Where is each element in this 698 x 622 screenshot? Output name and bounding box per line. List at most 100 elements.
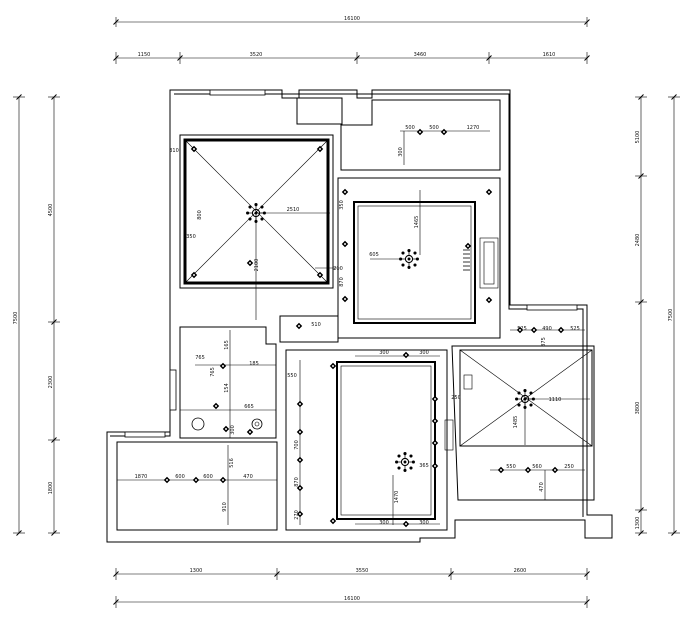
bottom-seg-1: 1300 <box>190 568 203 574</box>
spot-icon <box>190 271 198 279</box>
toilet-icon <box>191 417 205 431</box>
hall-i-label: 365 <box>419 463 429 469</box>
left-seg-1: 4500 <box>48 204 54 217</box>
bedroom3-b-label: 490 <box>542 326 552 332</box>
bedroom3-j-label: 470 <box>539 482 545 492</box>
spot-icon <box>402 351 410 359</box>
left-dimension-overall: 7500 <box>13 94 25 536</box>
bedroom1-height-label: 2100 <box>254 259 260 272</box>
dining-room: 300 300 550 700 870 270 1470 365 300 300 <box>285 349 448 531</box>
bedroom3-c-label: 525 <box>570 326 580 332</box>
bedroom2-f-label: 516 <box>229 458 235 468</box>
bath-e-label: 765 <box>210 367 216 377</box>
bedroom3-g-label: 560 <box>532 464 542 470</box>
bedroom3-side-label: 250 <box>451 395 461 401</box>
window-bottom-left <box>124 431 166 438</box>
top-seg-3: 3460 <box>414 52 427 58</box>
spot-icon <box>329 362 337 370</box>
spot-icon <box>557 326 565 334</box>
bath-c-label: 165 <box>224 340 230 350</box>
spot-icon <box>296 428 304 436</box>
bottom-seg-3: 2600 <box>514 568 527 574</box>
spot-icon <box>246 428 254 436</box>
kitchen-d-label: 300 <box>398 147 404 157</box>
spot-icon <box>440 128 448 136</box>
bath-a-label: 765 <box>195 355 205 361</box>
bath-g-label: 300 <box>230 425 236 435</box>
bedroom3-h-label: 250 <box>564 464 574 470</box>
bedroom2-d-label: 470 <box>243 474 253 480</box>
bedroom1-corner-label: 350 <box>186 234 196 240</box>
window-top-left <box>209 89 266 96</box>
spot-icon <box>341 295 349 303</box>
living-a-label: 605 <box>369 252 379 258</box>
hall-h-label: 1470 <box>394 491 400 504</box>
bedroom3-d-label: 1110 <box>549 397 562 403</box>
living-room: 605 1465 350 210 870 <box>315 177 501 339</box>
spot-icon <box>402 520 410 528</box>
top-dimension-overall: 16100 <box>113 16 590 27</box>
spot-icon <box>246 259 254 267</box>
left-dimension-segments: 4500 2300 1800 <box>48 94 60 536</box>
spot-icon <box>485 296 493 304</box>
bedroom3-e-label: 1485 <box>513 416 519 429</box>
hall-d-label: 550 <box>287 373 297 379</box>
spot-icon <box>341 240 349 248</box>
left-overall-label: 7500 <box>13 312 19 325</box>
spot-icon <box>530 326 538 334</box>
hall-a-label: 510 <box>311 322 321 328</box>
bottom-dimension-segments: 1300 3550 2600 <box>113 568 590 580</box>
spot-icon <box>431 395 439 403</box>
hall-c-label: 300 <box>419 350 429 356</box>
kitchen: 500 500 1270 300 <box>296 97 501 171</box>
hall-j-label: 300 <box>379 520 389 526</box>
bath-d-label: 665 <box>244 404 254 410</box>
spot-icon <box>316 145 324 153</box>
right-seg-3: 3800 <box>635 402 641 415</box>
kitchen-a-label: 500 <box>405 125 415 131</box>
bedroom3-i-label: 375 <box>541 337 547 347</box>
spot-icon <box>219 362 227 370</box>
spot-icon <box>192 476 200 484</box>
spot-icon <box>219 476 227 484</box>
top-seg-2: 3520 <box>250 52 263 58</box>
dining-chandelier-icon <box>394 451 416 473</box>
spot-icon <box>431 462 439 470</box>
spot-icon <box>431 417 439 425</box>
bedroom-2: 1870 600 600 470 910 516 <box>116 441 278 531</box>
right-seg-1: 5100 <box>635 131 641 144</box>
hallway: 510 <box>279 315 339 343</box>
top-overall-label: 16100 <box>344 16 360 22</box>
bathroom: 765 185 165 665 765 154 300 <box>179 326 277 439</box>
living-c-label: 350 <box>339 200 345 210</box>
bedroom2-a-label: 1870 <box>135 474 148 480</box>
spot-icon <box>296 456 304 464</box>
top-dimension-segments: 1150 3520 3460 1610 <box>113 52 590 64</box>
left-seg-3: 1800 <box>48 482 54 495</box>
bedroom2-b-label: 600 <box>175 474 185 480</box>
living-b-label: 1465 <box>414 216 420 229</box>
hall-f-label: 870 <box>294 477 300 487</box>
outer-walls <box>106 89 613 543</box>
kitchen-c-label: 1270 <box>467 125 480 131</box>
window-right <box>526 304 578 311</box>
spot-icon <box>497 466 505 474</box>
right-seg-4: 1300 <box>635 517 641 530</box>
hall-k-label: 300 <box>419 520 429 526</box>
ac-unit <box>479 237 499 289</box>
bedroom3-f-label: 550 <box>506 464 516 470</box>
bottom-seg-2: 3550 <box>356 568 369 574</box>
right-seg-2: 2480 <box>635 234 641 247</box>
living-chandelier-icon <box>398 248 420 270</box>
spot-icon <box>431 439 439 447</box>
window-left <box>169 369 177 411</box>
bedroom-1: 2510 2100 800 350 310 <box>169 134 334 320</box>
bedroom2-e-label: 910 <box>222 502 228 512</box>
left-seg-2: 2300 <box>48 376 54 389</box>
right-overall-label: 7500 <box>668 309 674 322</box>
bedroom1-side-label: 800 <box>197 210 203 220</box>
spot-icon <box>163 476 171 484</box>
bottom-overall-label: 16100 <box>344 596 360 602</box>
spot-icon <box>464 242 472 250</box>
